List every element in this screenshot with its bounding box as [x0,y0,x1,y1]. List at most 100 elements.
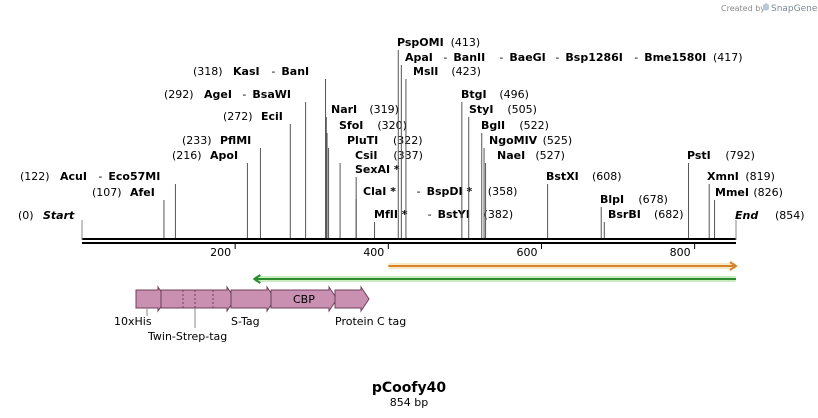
site-name-separator: - [499,51,503,64]
site-name: PstI [687,149,711,162]
feature-arrow [160,285,236,313]
site-afei: (107)AfeI [92,186,165,238]
backbone [82,238,736,244]
site-name-separator: - [98,170,102,183]
site-name: BtgI [461,88,487,101]
site-styi: StyI(505) [468,103,537,238]
site-apoi: (216) ApoI [172,149,248,238]
site-name: NarI [331,103,357,116]
feature-label: Twin-Strep-tag [147,330,227,343]
site-position: (320) [377,119,407,132]
credit-text: Created by [721,4,765,13]
site-position: (423) [451,65,481,78]
site-name: AcuI [60,170,87,183]
green-arc [252,274,736,284]
site-name: NgoMIV [489,134,538,147]
site-csii: CsiI(337) [339,149,423,238]
site-name: ApaI [405,51,433,64]
site-name: PspOMI [397,36,444,49]
site-name: BanI [281,65,309,78]
site-clai: ClaI *-BspDI *(358) [355,185,518,238]
snapgene-credit: Created by SnapGene [721,3,818,14]
site-name: BglI [481,119,505,132]
site-name-separator: - [443,51,447,64]
site-name: MfII * [374,208,408,221]
map-title: pCoofy40 [372,380,446,396]
site-position: (826) [753,186,783,199]
feature-10xhis: 10xHis [114,285,167,328]
site-bstxi: BstXI(608) [546,170,622,238]
site-mfii: MfII *-BstYI(382) [374,208,513,238]
site-position: (678) [638,193,668,206]
site-name-separator: - [555,51,559,64]
tick-label: 800 [670,246,691,259]
site-position: (292) [164,88,194,101]
site-name: BlpI [600,193,624,206]
site-position: (322) [393,134,423,147]
site-name: ApoI [210,149,238,162]
start-position: (0) [18,209,34,222]
site-ecii: (272) EciI [223,110,291,238]
site-position: (272) [223,110,253,123]
site-name: BstYI [438,208,470,221]
site-name: BanII [453,51,485,64]
site-name: AfeI [130,186,155,199]
site-name: BsaWI [252,88,291,101]
site-pflmi: (233)PflMI [182,134,261,238]
site-position: (819) [745,170,775,183]
feature-label: S-Tag [231,315,260,328]
site-name: SfoI [339,119,363,132]
site-bgli: BglI(522) [481,119,549,238]
site-position: (122) [20,170,50,183]
feature-arrow [230,285,276,313]
ruler-ticks: 200 400 600 800 [210,243,696,259]
site-xmni: XmnI (819) [707,170,775,238]
site-name: Bsp1286I [565,51,623,64]
site-mmei: MmeI (826) [714,186,783,238]
feature-protein-c-tag: Protein C tag [334,285,406,328]
site-position: (682) [654,208,684,221]
site-position: (417) [713,51,743,64]
site-name: ClaI * [363,185,396,198]
site-name: Eco57MI [108,170,160,183]
site-name: MmeI [715,186,749,199]
site-agei: (292) AgeI-BsaWI [164,88,307,238]
end-position: (854) [775,209,805,222]
feature-s-tag: S-Tag [230,285,276,328]
site-position: (382) [484,208,514,221]
tick-label: 600 [516,246,537,259]
end-marker: End (854) [735,209,805,240]
site-name: XmnI [707,170,739,183]
feature-arrow [334,285,370,313]
site-name-separator: - [271,65,275,78]
site-position: (413) [451,36,481,49]
start-marker: (0) Start [18,209,83,240]
site-position: (216) [172,149,202,162]
site-acui: (122) AcuI-Eco57MI [20,170,176,238]
feature-arrow [270,285,338,313]
site-sfoi: SfoI (320) [326,119,407,238]
site-position: (527) [535,149,565,162]
site-position: (319) [369,103,399,116]
orange-arc [388,261,738,271]
site-position: (358) [488,185,518,198]
site-name: BsrBI [608,208,641,221]
site-position: (608) [592,170,622,183]
feature-inner-label: CBP [293,293,315,306]
site-name: EciI [261,110,283,123]
feature-label: 10xHis [114,315,152,328]
tick-label: 200 [210,246,231,259]
feature-arcs [252,261,738,284]
site-name: StyI [469,103,493,116]
site-name-separator: - [242,88,246,101]
site-position: (318) [193,65,223,78]
site-name: BspDI * [427,185,473,198]
tick-label: 400 [363,246,384,259]
site-name: SexAI * [355,163,400,176]
site-name: AgeI [204,88,232,101]
site-name: NaeI [497,149,525,162]
site-name: Bme1580I [644,51,706,64]
site-name: PluTI [347,134,378,147]
site-bsrbi: BsrBI (682) [603,208,684,238]
